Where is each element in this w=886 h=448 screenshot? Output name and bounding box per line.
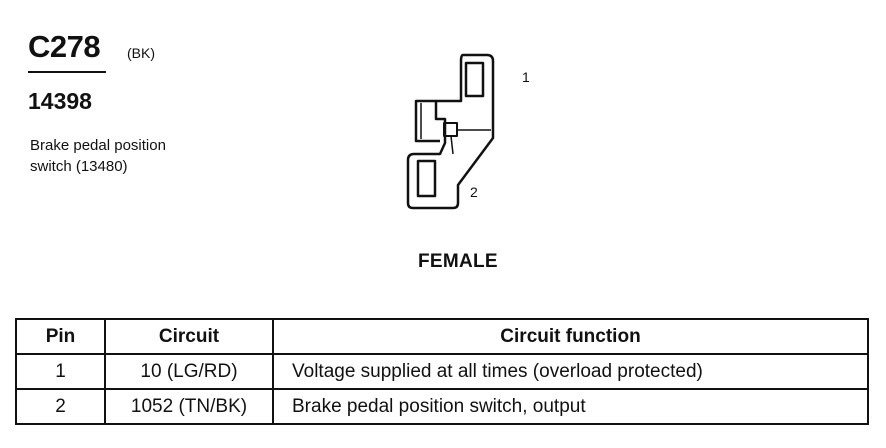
connector-color: (BK)	[127, 45, 155, 61]
table-row: 2 1052 (TN/BK) Brake pedal position swit…	[15, 388, 869, 425]
connector-code-underline	[28, 71, 106, 73]
connector-description: Brake pedal position switch (13480)	[30, 135, 230, 177]
cell-function: Brake pedal position switch, output	[272, 388, 869, 425]
part-number: 14398	[28, 88, 92, 114]
pin-1-label: 1	[522, 69, 530, 85]
connector-housing-outline	[406, 53, 495, 210]
pin-2-label: 2	[470, 184, 478, 200]
connector-code: C278	[28, 29, 101, 64]
cell-pin: 1	[15, 353, 106, 390]
pin-2-cavity	[416, 159, 437, 198]
cell-pin: 2	[15, 388, 106, 425]
cell-circuit: 10 (LG/RD)	[104, 353, 274, 390]
header-circuit-function: Circuit function	[272, 318, 869, 355]
connector-gender-label: FEMALE	[418, 251, 498, 272]
pin-1-cavity	[464, 61, 485, 98]
table-header-row: Pin Circuit Circuit function	[15, 318, 869, 355]
description-line-2: switch (13480)	[30, 158, 128, 175]
header-circuit: Circuit	[104, 318, 274, 355]
cell-circuit: 1052 (TN/BK)	[104, 388, 274, 425]
header-pin: Pin	[15, 318, 106, 355]
pin-circuit-table: Pin Circuit Circuit function 1 10 (LG/RD…	[15, 318, 869, 425]
description-line-1: Brake pedal position	[30, 137, 166, 154]
connector-latch-outline	[414, 99, 440, 143]
cell-function: Voltage supplied at all times (overload …	[272, 353, 869, 390]
table-row: 1 10 (LG/RD) Voltage supplied at all tim…	[15, 353, 869, 390]
connector-face-diagram	[406, 53, 495, 210]
